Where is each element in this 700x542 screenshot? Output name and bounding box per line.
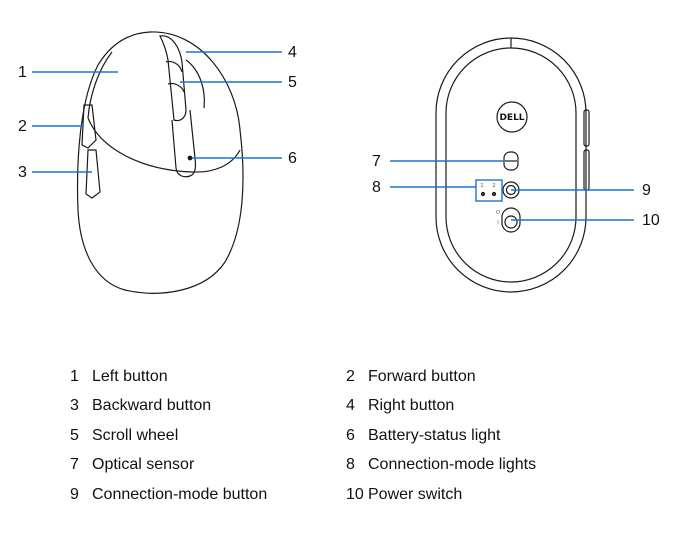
left-button-shell (87, 51, 113, 119)
top-shell-line (87, 117, 241, 173)
power-switch-knob (504, 215, 518, 229)
callout-7: 7 (372, 153, 381, 170)
mouse-bottom-view (435, 37, 590, 293)
bottom-outer-shell (435, 37, 587, 293)
right-button-seam (185, 59, 205, 109)
scroll-wheel-shape (159, 35, 187, 122)
callout-4: 4 (288, 44, 297, 61)
scroll-wheel-inner (165, 60, 185, 93)
callout-1: 1 (18, 64, 27, 81)
mode-label-2: 2 (492, 183, 495, 189)
center-strip (171, 109, 197, 178)
callout-6: 6 (288, 150, 297, 167)
mode-lights-bracket (475, 179, 503, 202)
mode-label-1: 1 (480, 183, 483, 189)
mode-light-1 (480, 191, 486, 197)
side-view-leaders (32, 51, 282, 173)
callout-8: 8 (372, 179, 381, 196)
callout-5: 5 (288, 74, 297, 91)
bottom-inner-shell (445, 47, 577, 283)
dell-logo: DELL (499, 113, 524, 123)
bottom-view-leaders (390, 160, 634, 221)
callout-9: 9 (642, 182, 651, 199)
callout-2: 2 (18, 118, 27, 135)
mouse-side-view (76, 31, 244, 294)
callout-10: 10 (642, 212, 660, 229)
callout-3: 3 (18, 164, 27, 181)
switch-mark-on: I (497, 220, 498, 226)
dell-logo-circle (496, 101, 528, 133)
battery-light-dot (187, 155, 193, 161)
bottom-side-button-a (583, 109, 590, 147)
mouse-body-outline (76, 31, 244, 294)
switch-mark-off: O (496, 210, 500, 216)
forward-button-shape (81, 104, 97, 149)
mode-light-2 (491, 191, 497, 197)
mouse-diagram: 1 2 3 4 5 6 DELL 1 2 O I 7 8 (18, 31, 660, 294)
backward-button-shape (85, 149, 101, 199)
